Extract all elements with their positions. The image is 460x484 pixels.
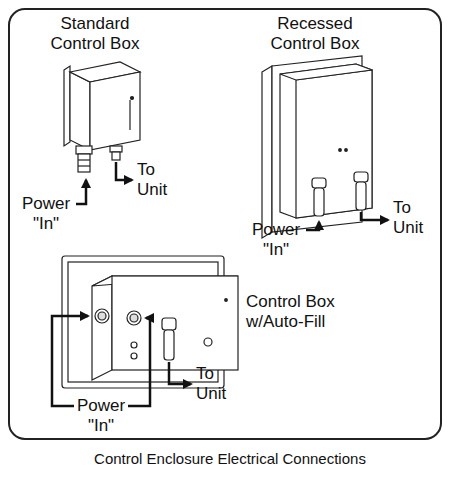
to-unit-label: To Unit bbox=[196, 364, 236, 403]
box-title: Control Box w/Auto-Fill bbox=[246, 292, 358, 331]
power-in-label: Power "In" bbox=[18, 194, 74, 233]
figure-caption: Control Enclosure Electrical Connections bbox=[0, 450, 460, 467]
to-unit-label: To Unit bbox=[393, 198, 433, 237]
connection-arrows bbox=[52, 162, 388, 406]
to-unit-label: To Unit bbox=[137, 160, 177, 199]
standard-box bbox=[64, 62, 140, 172]
recessed-box bbox=[262, 56, 372, 238]
box-title: Standard Control Box bbox=[40, 14, 150, 53]
box-title: Recessed Control Box bbox=[260, 14, 370, 53]
outer-frame bbox=[9, 9, 441, 439]
power-in-label: Power "In" bbox=[73, 396, 129, 435]
power-in-label: Power "In" bbox=[248, 220, 304, 259]
